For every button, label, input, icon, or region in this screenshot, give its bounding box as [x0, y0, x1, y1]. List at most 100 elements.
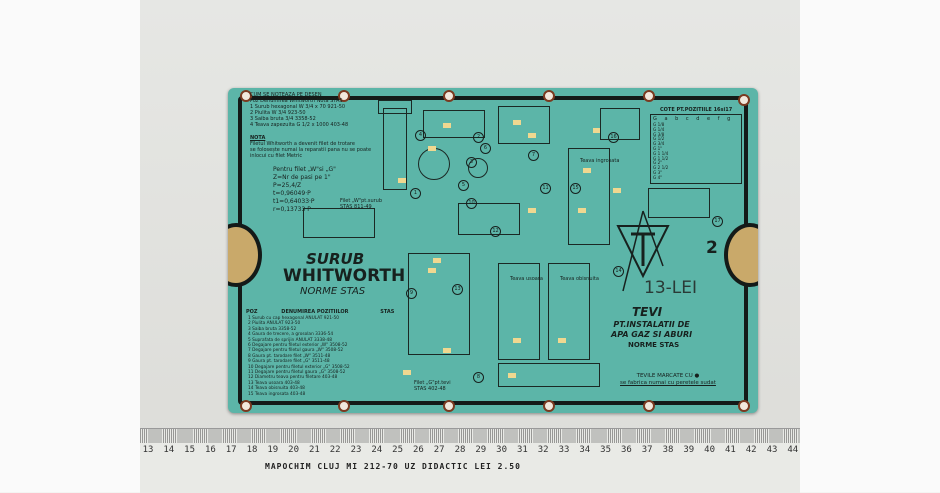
ruler-number: 14: [163, 445, 175, 455]
pipe-label-normal: Teava obisnuita: [560, 276, 599, 282]
hole-drawing: [468, 158, 488, 178]
parts-row: 6 Degajare pentru filetul exterior „W" 3…: [248, 343, 348, 349]
parts-row: 2 Piulita ANULAT 923-50: [248, 321, 301, 327]
ruler-number: 39: [683, 445, 695, 455]
formula-line: t=0,96049·P: [273, 190, 311, 197]
position-number: 17: [712, 216, 723, 227]
ruler-number: 28: [454, 445, 466, 455]
dimension-col-header: e: [707, 116, 711, 122]
note-line: inlocui cu filet Metric: [250, 153, 303, 159]
parts-header: POZ DENUMIREA POZITIILOR STAS: [246, 309, 395, 315]
nut-drawing: [423, 110, 485, 138]
ruler-number: 31: [516, 445, 528, 455]
dimension-tag: [508, 373, 516, 378]
ruler-number: 16: [204, 445, 216, 455]
header-line: 2 Piulita W 3/4 923-50: [250, 110, 306, 116]
dimension-tag: [428, 146, 436, 151]
g-thread-drawing: [408, 253, 470, 355]
ruler-number: 27: [433, 445, 445, 455]
bolt-head-drawing: [378, 100, 412, 114]
dimension-table-header: G a b c d e f g: [653, 116, 730, 122]
ruler-number: 23: [350, 445, 362, 455]
rivet-hole: [543, 90, 555, 102]
right-title: TEVI: [632, 305, 663, 319]
pipe-end-drawing: [498, 363, 600, 387]
ruler-number: 13: [142, 445, 154, 455]
header-line: Poz Denumirea Whitworth Nota STAS: [250, 98, 343, 104]
rivet-hole: [643, 400, 655, 412]
ruler-number: 19: [267, 445, 279, 455]
ruler-number: 33: [558, 445, 570, 455]
formula-line: P=25,4/Z: [273, 182, 302, 189]
ruler-number: 17: [225, 445, 237, 455]
ruler-number: 24: [371, 445, 383, 455]
dimension-tag: [583, 168, 591, 173]
pipe-label-light: Teava usoara: [510, 276, 543, 282]
position-number: 10: [466, 198, 477, 209]
dimension-tag: [513, 338, 521, 343]
note-label: NOTA: [250, 135, 266, 141]
dimension-tag: [443, 123, 451, 128]
pipe-heavy-drawing: [568, 148, 610, 245]
note-text: Filetul Whitworth a devenit filet de tro…: [250, 141, 371, 159]
ruler-number: 34: [579, 445, 591, 455]
sheet-number: 2: [706, 238, 718, 258]
pipe-label-heavy: Teava ingrosata: [580, 158, 620, 164]
rivet-hole: [240, 400, 252, 412]
parts-row: 7 Degajare pentru filetul gaura „W" 3508…: [248, 348, 344, 354]
ruler-number: 32: [537, 445, 549, 455]
dimension-tag: [428, 268, 436, 273]
formula-line: Pentru filet „W"si „G": [273, 166, 336, 173]
formula-line: Z=Nr de pasi pe 1": [273, 174, 331, 181]
ruler-number: 35: [600, 445, 612, 455]
right-norm: NORME STAS: [628, 341, 680, 349]
dimension-row: G 1/2: [653, 136, 665, 142]
position-number: 13: [452, 284, 463, 295]
dimension-row: G 3/4: [653, 141, 665, 147]
header-line: 3 Saiba bruta 3/4 3358-52: [250, 116, 316, 122]
title-whitworth: WHITWORTH: [283, 266, 406, 286]
position-number: 6: [480, 143, 491, 154]
ruler-number: 44: [787, 445, 799, 455]
dimension-row: G 1/8: [653, 122, 665, 127]
dimension-row: G 3": [653, 169, 663, 175]
tap-hole-drawing: [458, 203, 520, 235]
dimension-tag: [433, 258, 441, 263]
dimension-tag: [593, 128, 601, 133]
title-surub: SURUB: [306, 250, 365, 268]
ruler-number: 25: [392, 445, 404, 455]
rivet-hole: [240, 90, 252, 102]
dimension-tag: [398, 178, 406, 183]
ruler-ticks: [140, 429, 800, 443]
ruler-number: 20: [288, 445, 300, 455]
parts-row: 1 Surub cu cap hexagonal ANULAT 921-50: [248, 316, 340, 321]
dimension-row: G 1 1/4: [653, 150, 669, 156]
fitting-17-drawing: [648, 188, 710, 218]
dimension-tag: [613, 188, 621, 193]
dimension-row: G 1/4: [653, 126, 665, 132]
dimension-row: G 1 1/2: [653, 155, 669, 161]
rivet-hole: [643, 90, 655, 102]
note-line: Filetul Whitworth a devenit filet de tro…: [250, 141, 355, 147]
ruler-number: 22: [329, 445, 341, 455]
dimension-col-header: d: [696, 116, 700, 122]
rivet-hole: [338, 90, 350, 102]
ruler-number: 40: [704, 445, 716, 455]
dimension-row: G 2": [653, 160, 663, 166]
dimension-col-header: c: [685, 116, 689, 122]
title-norme-stas: NORME STAS: [300, 286, 366, 297]
header-line: CUM SE NOTEAZA PE DESEN: [250, 92, 322, 98]
position-number: 4: [415, 130, 426, 141]
position-number: 8: [473, 372, 484, 383]
rivet-hole: [338, 400, 350, 412]
dimension-tag: [558, 338, 566, 343]
card-notch-right: [724, 223, 758, 287]
dimension-tag: [513, 120, 521, 125]
